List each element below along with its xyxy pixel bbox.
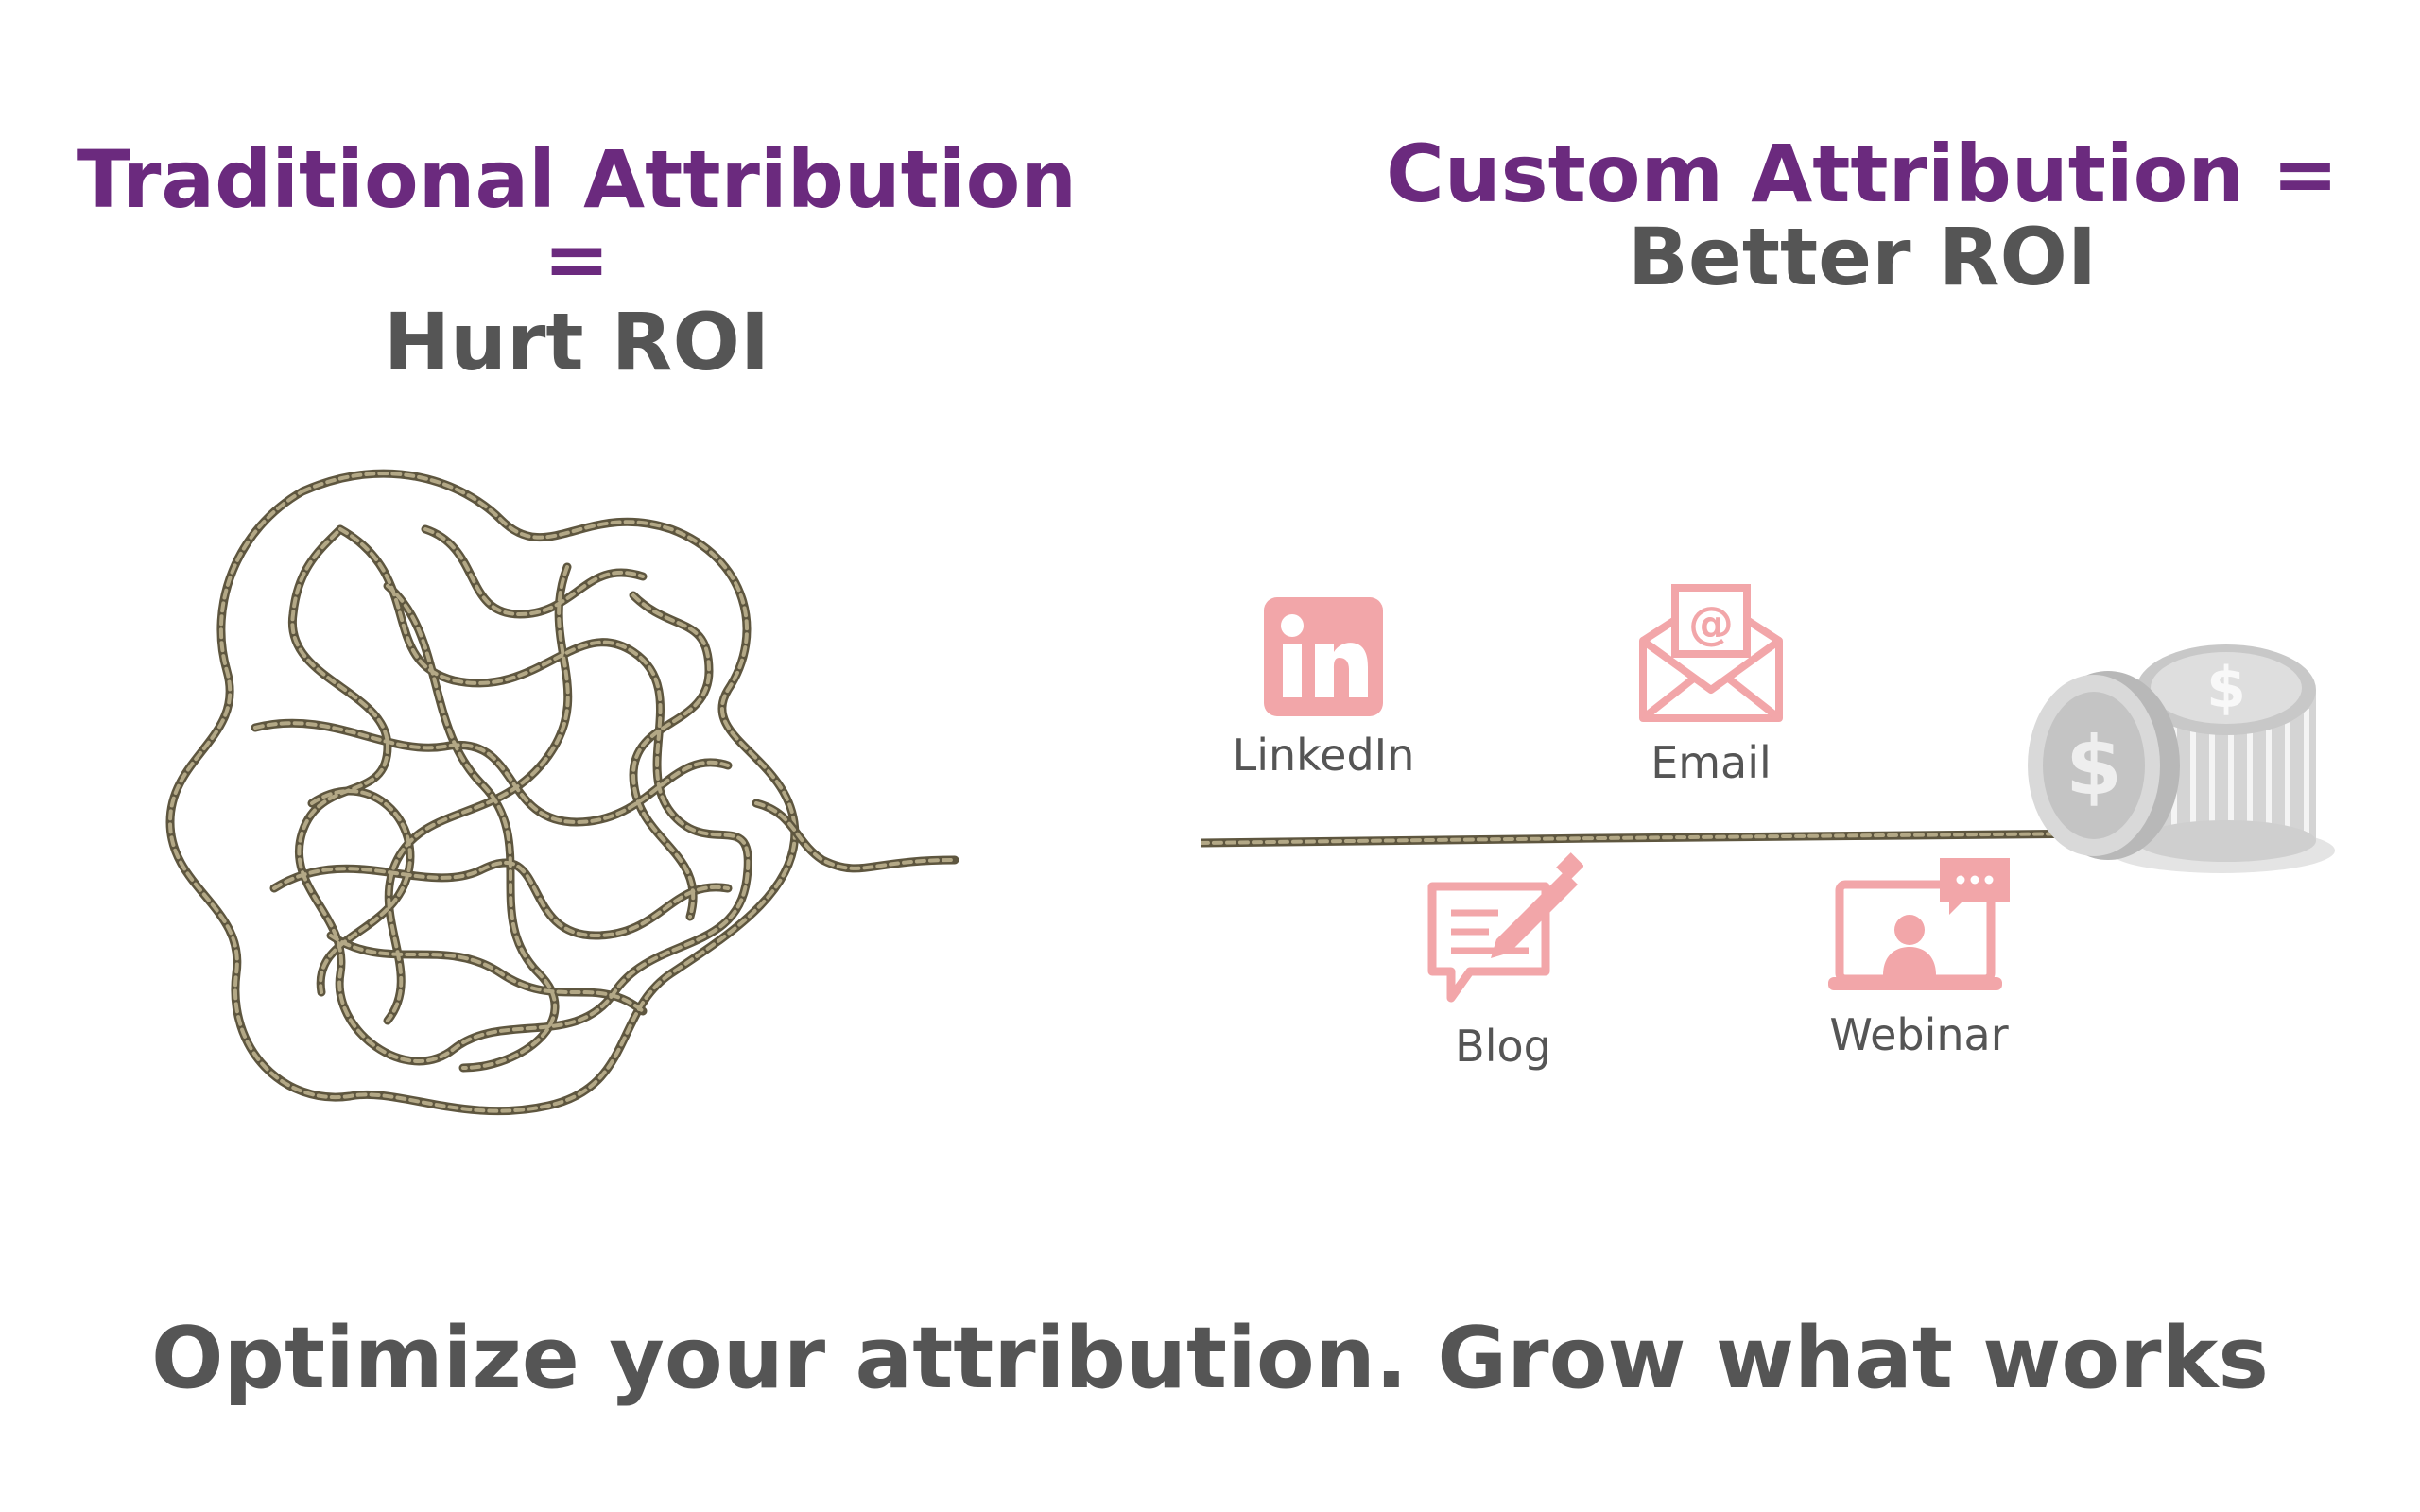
better-roi-title: Better ROI bbox=[1627, 211, 2098, 303]
coin-stack-icon: $ $ bbox=[2028, 644, 2335, 873]
channel-label-blog: Blog bbox=[1455, 1021, 1551, 1072]
email-icon: @ bbox=[1639, 584, 1783, 722]
webinar-icon bbox=[1828, 858, 2010, 990]
channel-webinar: Webinar bbox=[1806, 856, 2032, 1060]
svg-text:$: $ bbox=[2066, 719, 2122, 814]
straight-rope-illustration: $ $ bbox=[1201, 644, 2335, 873]
linkedin-icon bbox=[1264, 597, 1383, 716]
channel-blog: Blog bbox=[1399, 849, 1607, 1072]
custom-attribution-title: Custom Attribution = bbox=[1386, 128, 2339, 220]
tangled-rope-illustration bbox=[165, 469, 959, 1116]
blog-icon bbox=[1427, 852, 1584, 1003]
channel-linkedin: LinkedIn bbox=[1219, 595, 1427, 781]
hurt-roi-title: Hurt ROI bbox=[383, 296, 770, 388]
channel-label-email: Email bbox=[1651, 737, 1772, 788]
traditional-attribution-title: Traditional Attribution = bbox=[76, 133, 1078, 305]
channel-label-linkedin: LinkedIn bbox=[1232, 730, 1415, 781]
channel-label-webinar: Webinar bbox=[1829, 1009, 2009, 1060]
svg-text:@: @ bbox=[1688, 597, 1734, 650]
tagline: Optimize your attribution. Grow what wor… bbox=[151, 1309, 2269, 1408]
svg-text:$: $ bbox=[2206, 655, 2246, 721]
traditional-attribution-heading: Traditional Attribution = Hurt ROI bbox=[57, 140, 1097, 382]
custom-attribution-heading: Custom Attribution = Better ROI bbox=[1380, 134, 2344, 297]
channel-email: @ Email bbox=[1607, 584, 1815, 788]
